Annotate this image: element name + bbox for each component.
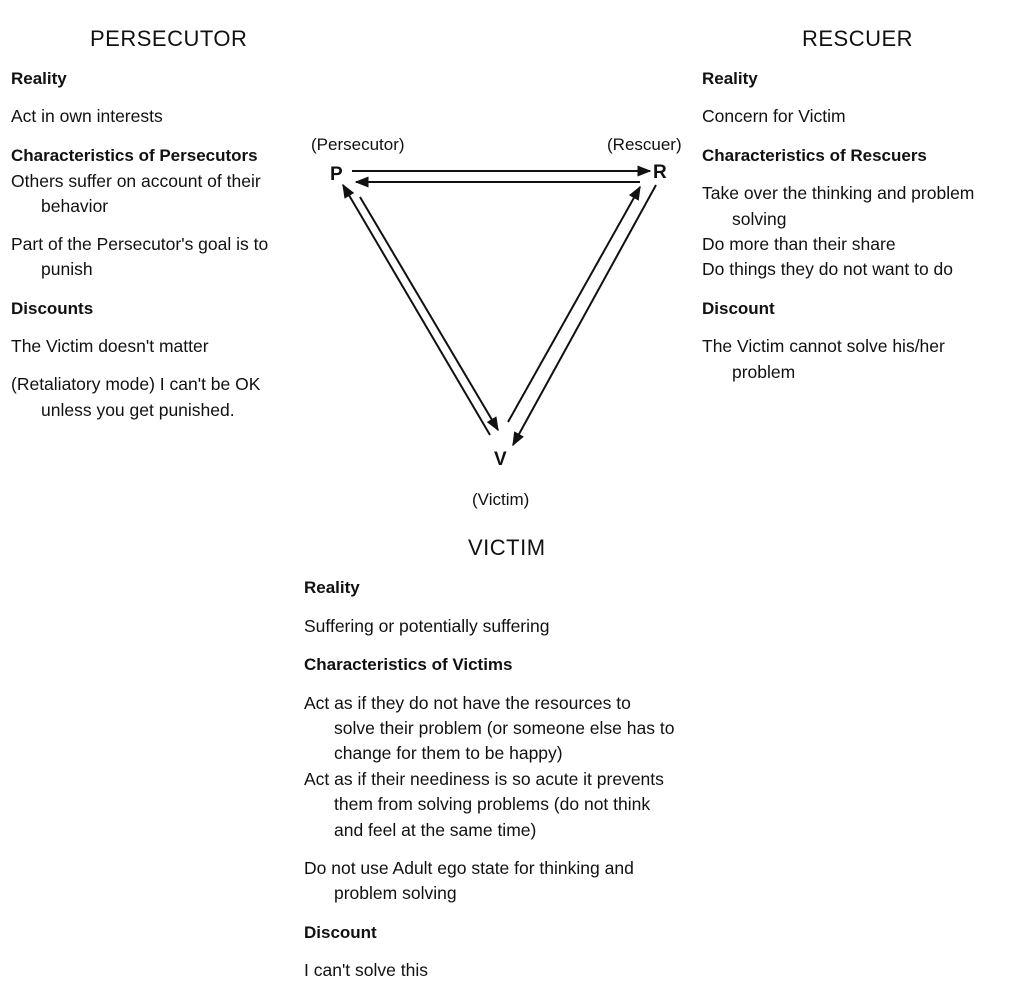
victim-characteristic-3a: Do not use Adult ego state for thinking … bbox=[304, 858, 634, 878]
persecutor-discount-1: The Victim doesn't matter bbox=[11, 336, 209, 356]
persecutor-discounts-heading: Discounts bbox=[11, 299, 94, 318]
arrow-v-to-r bbox=[507, 185, 641, 423]
victim-characteristic-3b: problem solving bbox=[334, 883, 457, 903]
persecutor-characteristic-1a: Others suffer on account of their bbox=[11, 171, 261, 191]
persecutor-characteristic-2a: Part of the Persecutor's goal is to bbox=[11, 234, 269, 254]
persecutor-reality-heading: Reality bbox=[11, 69, 67, 88]
persecutor-characteristic-2b: punish bbox=[41, 259, 93, 279]
victim-characteristic-2a: Act as if their neediness is so acute it… bbox=[304, 769, 664, 789]
victim-characteristic-1a: Act as if they do not have the resources… bbox=[304, 693, 631, 713]
rescuer-discount-1b: problem bbox=[732, 362, 796, 382]
arrow-r-to-v bbox=[512, 184, 657, 447]
persecutor-discount-2a: (Retaliatory mode) I can't be OK bbox=[11, 374, 261, 394]
victim-characteristic-1b: solve their problem (or someone else has… bbox=[334, 718, 675, 738]
victim-node: V bbox=[494, 449, 507, 470]
persecutor-discount-2b: unless you get punished. bbox=[41, 400, 235, 420]
rescuer-discount-heading: Discount bbox=[702, 299, 775, 318]
rescuer-reality-text: Concern for Victim bbox=[702, 106, 846, 126]
victim-discount-1: I can't solve this bbox=[304, 960, 428, 980]
arrow-v-to-p bbox=[342, 183, 491, 436]
victim-reality-heading: Reality bbox=[304, 578, 360, 597]
victim-characteristic-2c: and feel at the same time) bbox=[334, 820, 537, 840]
rescuer-reality-heading: Reality bbox=[702, 69, 758, 88]
victim-title: VICTIM bbox=[468, 535, 546, 560]
rescuer-discount-1a: The Victim cannot solve his/her bbox=[702, 336, 945, 356]
persecutor-node-caption: (Persecutor) bbox=[311, 135, 405, 154]
rescuer-node-caption: (Rescuer) bbox=[607, 135, 682, 154]
persecutor-node: P bbox=[330, 164, 343, 185]
triangle-arrows bbox=[342, 165, 657, 447]
persecutor-reality-text: Act in own interests bbox=[11, 106, 163, 126]
victim-discount-heading: Discount bbox=[304, 923, 377, 942]
victim-characteristic-1c: change for them to be happy) bbox=[334, 743, 563, 763]
victim-characteristic-2b: them from solving problems (do not think bbox=[334, 794, 651, 814]
rescuer-title: RESCUER bbox=[802, 26, 914, 51]
persecutor-characteristics-heading: Characteristics of Persecutors bbox=[11, 146, 258, 165]
drama-triangle-diagram: (Persecutor) (Rescuer) P R V (Victim) bbox=[300, 125, 700, 515]
victim-characteristics-heading: Characteristics of Victims bbox=[304, 655, 513, 674]
rescuer-characteristics-heading: Characteristics of Rescuers bbox=[702, 146, 927, 165]
victim-node-caption: (Victim) bbox=[472, 490, 530, 509]
persecutor-characteristic-1b: behavior bbox=[41, 196, 109, 216]
rescuer-characteristic-1a: Take over the thinking and problem bbox=[702, 183, 975, 203]
rescuer-characteristic-1b: solving bbox=[732, 209, 787, 229]
persecutor-title: PERSECUTOR bbox=[90, 26, 248, 51]
victim-reality-text: Suffering or potentially suffering bbox=[304, 616, 550, 636]
rescuer-node: R bbox=[653, 162, 667, 183]
rescuer-characteristic-3: Do things they do not want to do bbox=[702, 259, 953, 279]
rescuer-characteristic-2: Do more than their share bbox=[702, 234, 896, 254]
arrow-p-to-v bbox=[359, 196, 499, 432]
